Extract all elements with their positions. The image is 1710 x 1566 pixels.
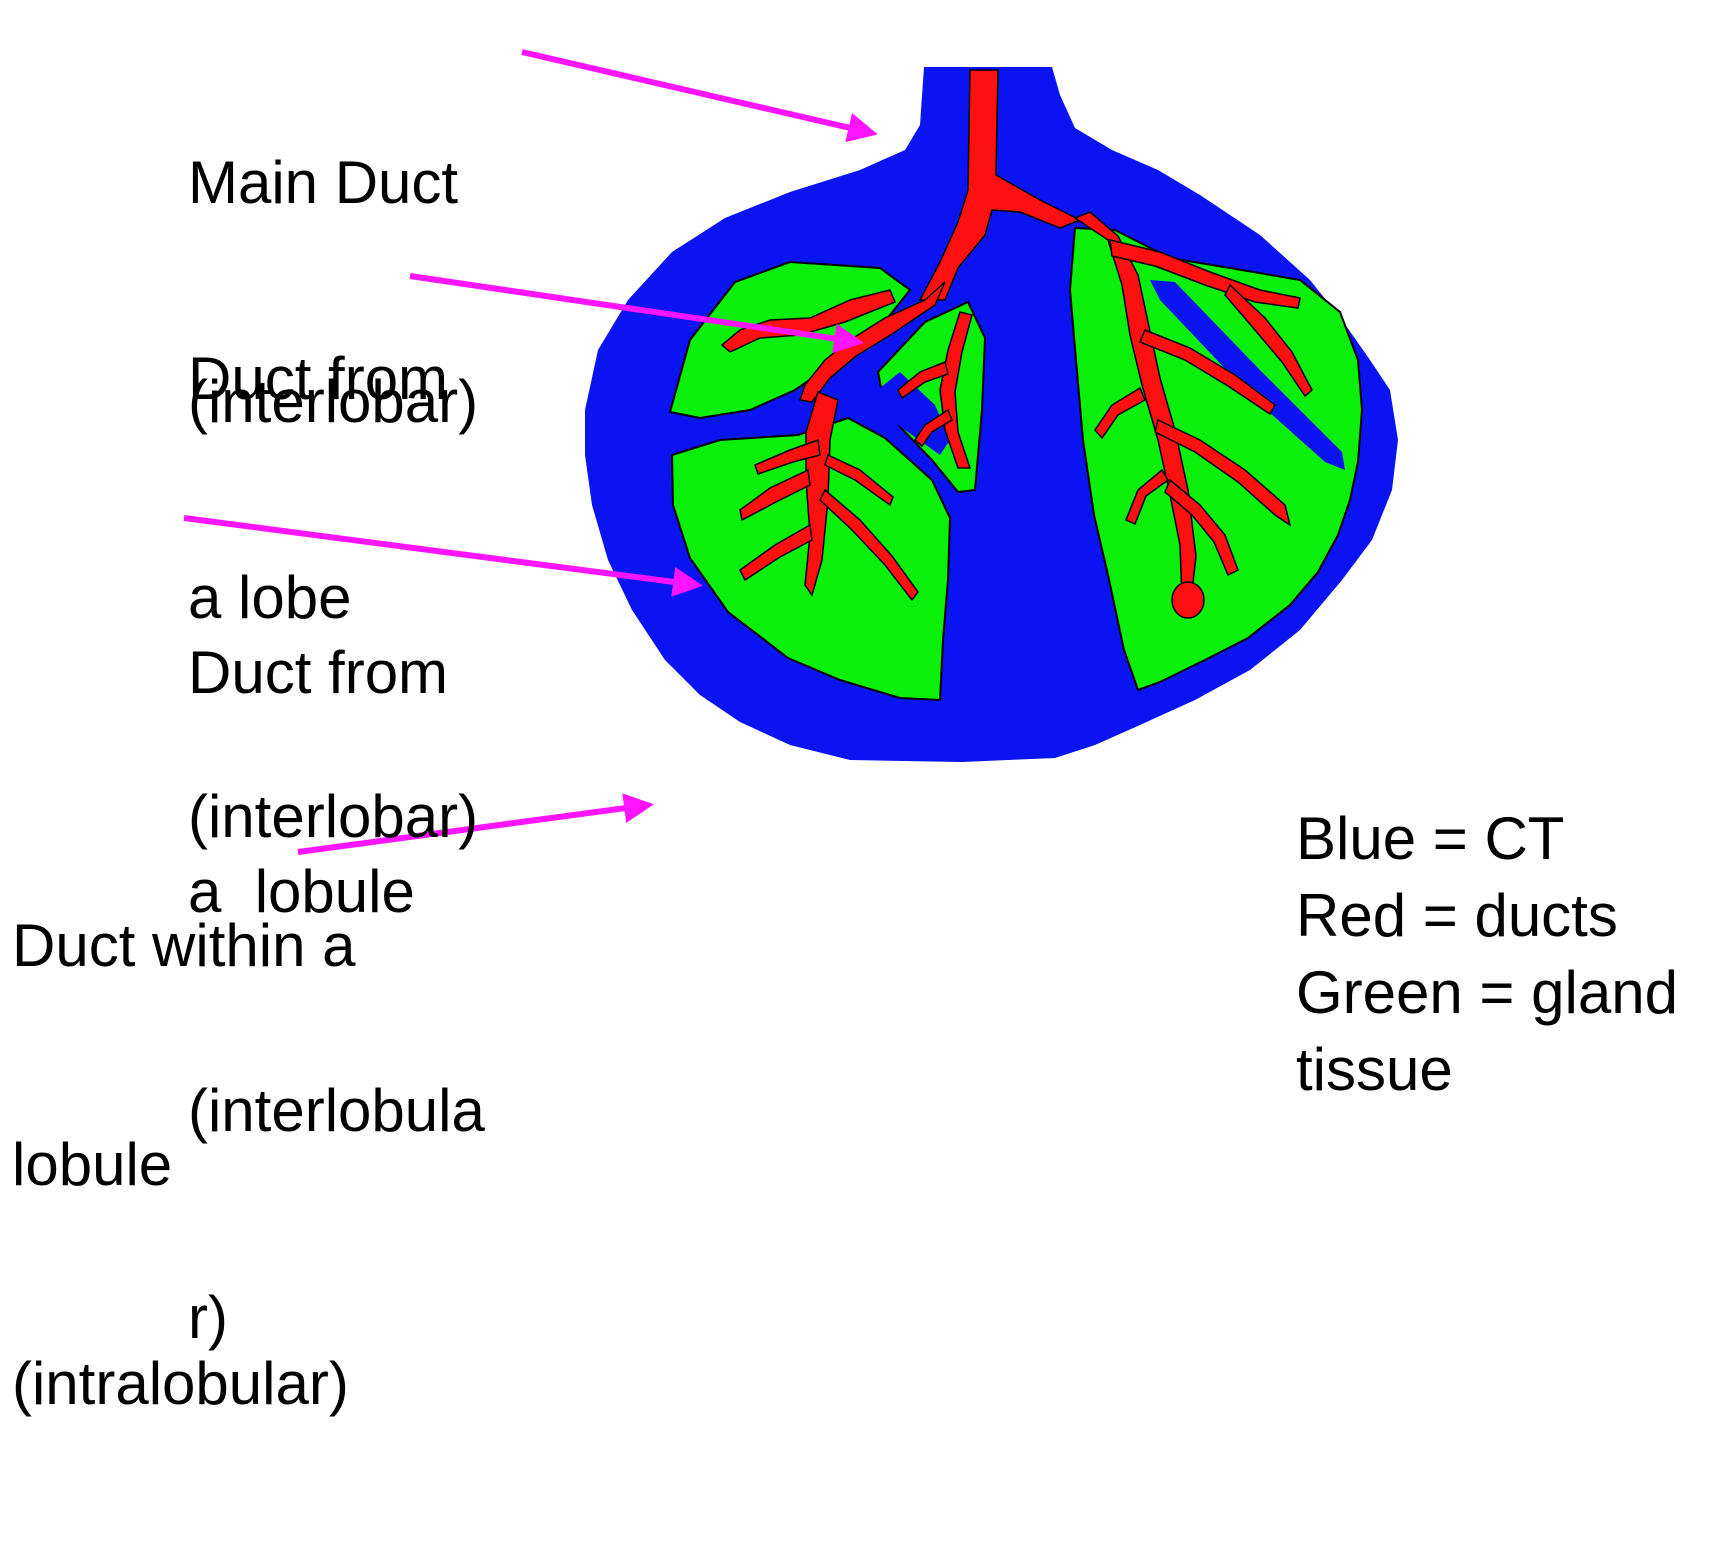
legend-red: Red = ducts [1296, 877, 1678, 954]
arrow-main-duct [522, 52, 872, 133]
legend-green-cont: tissue [1296, 1031, 1678, 1108]
label-lobule-duct-line1: Duct from [188, 636, 485, 709]
legend-blue: Blue = CT [1296, 800, 1678, 877]
label-intralobular-line2: lobule [12, 1128, 355, 1201]
label-intralobular-line1: Duct within a [12, 909, 355, 982]
label-intralobular-duct: Duct within a lobule (intralobular) [12, 763, 355, 1566]
label-lobe-duct-line1: Duct from [188, 342, 478, 415]
legend-green: Green = gland [1296, 954, 1678, 1031]
gland-diagram: Main Duct (interlobar) Duct from a lobe … [0, 0, 1710, 1087]
color-legend: Blue = CT Red = ducts Green = gland tiss… [1296, 800, 1678, 1108]
label-intralobular-line3: (intralobular) [12, 1347, 355, 1420]
